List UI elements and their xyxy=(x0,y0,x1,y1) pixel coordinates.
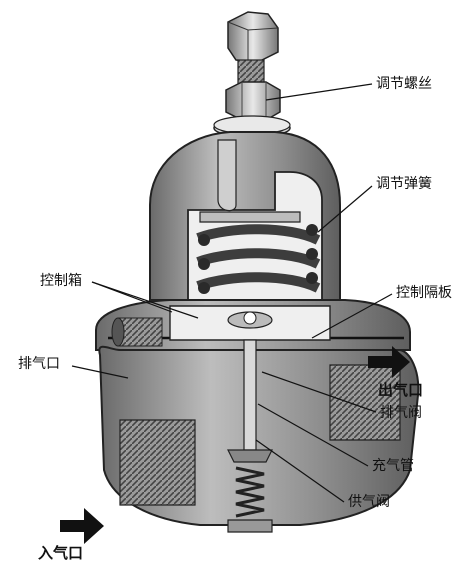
diaphragm-band xyxy=(95,299,411,351)
label-fill-tube: 充气管 xyxy=(372,458,414,474)
label-supply-valve: 供气阀 xyxy=(348,494,390,510)
label-inlet: 入气口 xyxy=(38,544,84,562)
label-outlet: 出气口 xyxy=(378,381,424,399)
outlet-arrow xyxy=(368,346,410,378)
label-adjust-screw: 调节螺丝 xyxy=(376,76,432,92)
adjust-spring xyxy=(196,224,321,294)
inlet-arrow xyxy=(60,508,104,544)
label-exhaust-port: 排气口 xyxy=(18,356,60,372)
label-exhaust-valve: 排气阀 xyxy=(380,405,422,421)
label-control-box: 控制箱 xyxy=(40,273,82,289)
leader-lines xyxy=(71,83,393,503)
valve-body xyxy=(98,339,420,533)
label-adjust-spring: 调节弹簧 xyxy=(376,176,432,192)
label-control-diaphragm: 控制隔板 xyxy=(396,285,452,301)
